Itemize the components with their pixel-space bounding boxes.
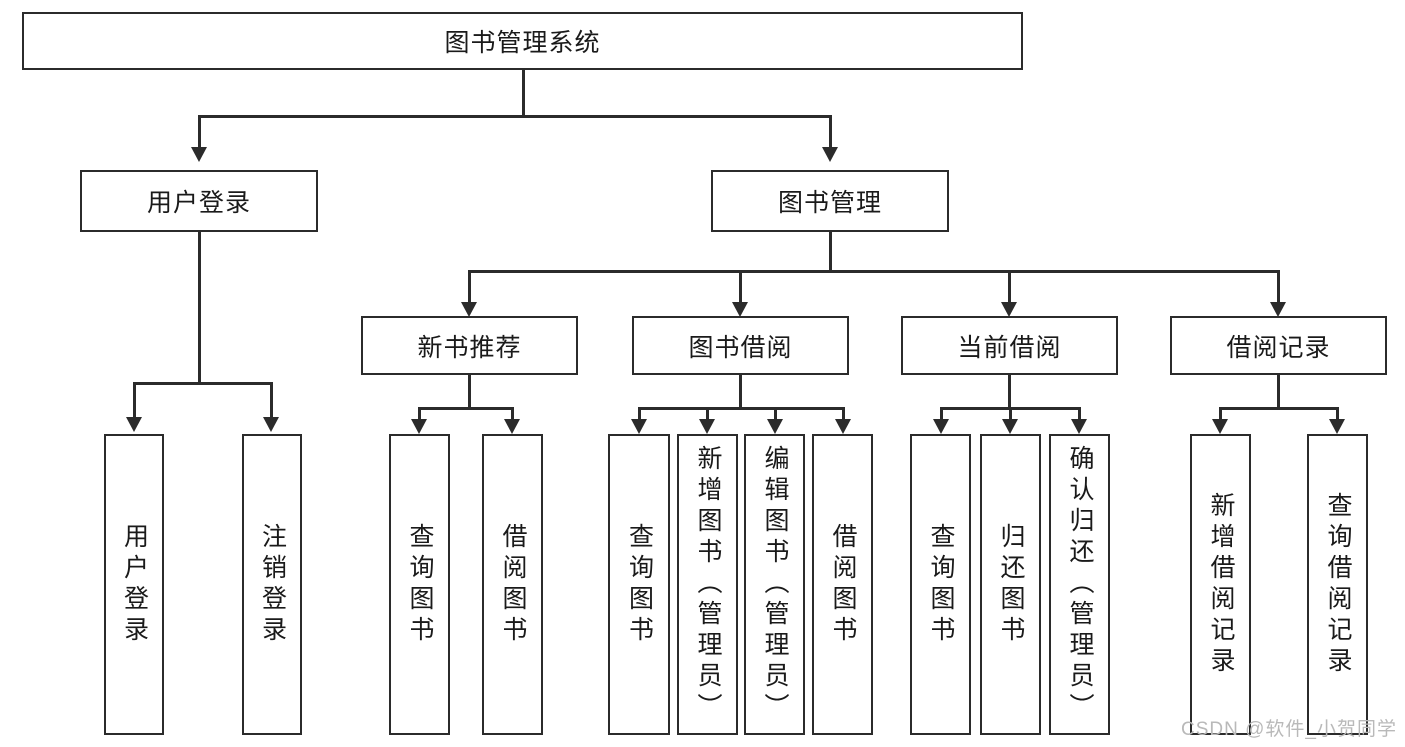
arrow-to-leaf-user-login (126, 417, 142, 432)
node-label: 查询图书 (625, 522, 654, 647)
node-label: 查询图书 (406, 522, 434, 647)
arrow-to-leaf-edit-book (767, 419, 783, 434)
node-root-system[interactable]: 图书管理系统 (22, 12, 1023, 70)
edge-book-mgmt-drop-4 (1277, 270, 1280, 302)
arrow-to-book-borrow (732, 302, 748, 317)
edge-user-login-bar (133, 382, 272, 385)
edge-borrow-record-stem (1277, 375, 1280, 407)
node-leaf-add-record[interactable]: 新增借阅记录 (1190, 434, 1251, 735)
node-leaf-borrow-book[interactable]: 借阅图书 (812, 434, 873, 735)
node-leaf-query-book-new[interactable]: 查询图书 (389, 434, 450, 735)
node-leaf-borrow-book-new[interactable]: 借阅图书 (482, 434, 543, 735)
node-label: 归还图书 (997, 522, 1025, 647)
arrow-to-new-book-recommend (461, 302, 477, 317)
node-leaf-user-login[interactable]: 用户登录 (104, 434, 164, 735)
node-label: 当前借阅 (957, 333, 1062, 362)
edge-root-stem (522, 70, 525, 115)
edge-book-mgmt-drop-2 (739, 270, 742, 302)
node-leaf-return-book[interactable]: 归还图书 (980, 434, 1041, 735)
arrow-to-borrow-record (1270, 302, 1286, 317)
arrow-root-to-book-mgmt (822, 147, 838, 162)
edge-user-login-drop-1 (133, 382, 136, 417)
edge-new-book-stem (468, 375, 471, 407)
arrow-to-leaf-logout (263, 417, 279, 432)
edge-book-mgmt-stem (829, 232, 832, 270)
node-leaf-logout[interactable]: 注销登录 (242, 434, 302, 735)
arrow-to-leaf-add-book (699, 419, 715, 434)
edge-root-bar (198, 115, 831, 118)
node-label: 新增图书（管理员） (694, 445, 722, 724)
watermark-text: CSDN @软件_小贺同学 (1181, 719, 1397, 740)
edge-current-borrow-stem (1008, 375, 1011, 407)
edge-current-borrow-drop-2 (1009, 407, 1012, 419)
node-leaf-query-book-borrow[interactable]: 查询图书 (608, 434, 670, 735)
edge-root-to-book-mgmt (829, 115, 832, 147)
node-label: 用户登录 (120, 522, 149, 647)
arrow-to-leaf-borrow-book-new (504, 419, 520, 434)
node-label: 查询借阅记录 (1324, 491, 1352, 678)
node-leaf-edit-book[interactable]: 编辑图书（管理员） (744, 434, 805, 735)
arrow-to-leaf-borrow-book (835, 419, 851, 434)
edge-borrow-record-drop-1 (1219, 407, 1222, 419)
node-leaf-query-record[interactable]: 查询借阅记录 (1307, 434, 1368, 735)
node-label: 新增借阅记录 (1207, 491, 1235, 678)
edge-book-borrow-drop-4 (842, 407, 845, 419)
node-label: 查询图书 (927, 522, 955, 647)
node-label: 新书推荐 (417, 333, 522, 362)
node-label: 图书借阅 (688, 333, 793, 362)
node-borrow-record[interactable]: 借阅记录 (1170, 316, 1387, 375)
arrow-to-leaf-query-book-current (933, 419, 949, 434)
node-book-management[interactable]: 图书管理 (711, 170, 949, 232)
node-label: 借阅记录 (1226, 333, 1331, 362)
arrow-to-leaf-query-record (1329, 419, 1345, 434)
edge-book-borrow-drop-2 (706, 407, 709, 419)
arrow-to-leaf-query-book-new (411, 419, 427, 434)
node-book-borrow[interactable]: 图书借阅 (632, 316, 849, 375)
arrow-to-current-borrow (1001, 302, 1017, 317)
node-leaf-confirm-return[interactable]: 确认归还（管理员） (1049, 434, 1110, 735)
edge-book-mgmt-bar (468, 270, 1279, 273)
edge-current-borrow-drop-1 (940, 407, 943, 419)
edge-borrow-record-bar (1219, 407, 1338, 410)
node-label: 图书管理 (777, 189, 882, 217)
edge-book-borrow-drop-1 (638, 407, 641, 419)
node-label: 借阅图书 (499, 522, 527, 647)
node-new-book-recommend[interactable]: 新书推荐 (361, 316, 578, 375)
arrow-root-to-user-login (191, 147, 207, 162)
arrow-to-leaf-confirm-return (1071, 419, 1087, 434)
edge-book-borrow-bar (638, 407, 844, 410)
edge-new-book-drop-1 (418, 407, 421, 419)
node-label: 确认归还（管理员） (1066, 445, 1094, 724)
edge-book-mgmt-drop-3 (1008, 270, 1011, 302)
node-label: 图书管理系统 (444, 29, 601, 57)
node-current-borrow[interactable]: 当前借阅 (901, 316, 1118, 375)
edge-current-borrow-drop-3 (1078, 407, 1081, 419)
edge-new-book-bar (418, 407, 513, 410)
edge-book-borrow-stem (739, 375, 742, 407)
arrow-to-leaf-query-book-borrow (631, 419, 647, 434)
edge-new-book-drop-2 (511, 407, 514, 419)
node-user-login[interactable]: 用户登录 (80, 170, 318, 232)
edge-root-to-user-login (198, 115, 201, 147)
edge-book-borrow-drop-3 (774, 407, 777, 419)
arrow-to-leaf-add-record (1212, 419, 1228, 434)
node-label: 用户登录 (146, 189, 251, 217)
node-leaf-add-book[interactable]: 新增图书（管理员） (677, 434, 738, 735)
node-label: 借阅图书 (829, 522, 857, 647)
edge-user-login-stem (198, 232, 201, 382)
arrow-to-leaf-return-book (1002, 419, 1018, 434)
edge-borrow-record-drop-2 (1336, 407, 1339, 419)
node-label: 编辑图书（管理员） (761, 445, 789, 724)
node-leaf-query-book-current[interactable]: 查询图书 (910, 434, 971, 735)
edge-book-mgmt-drop-1 (468, 270, 471, 302)
edge-user-login-drop-2 (270, 382, 273, 417)
node-label: 注销登录 (258, 522, 287, 647)
